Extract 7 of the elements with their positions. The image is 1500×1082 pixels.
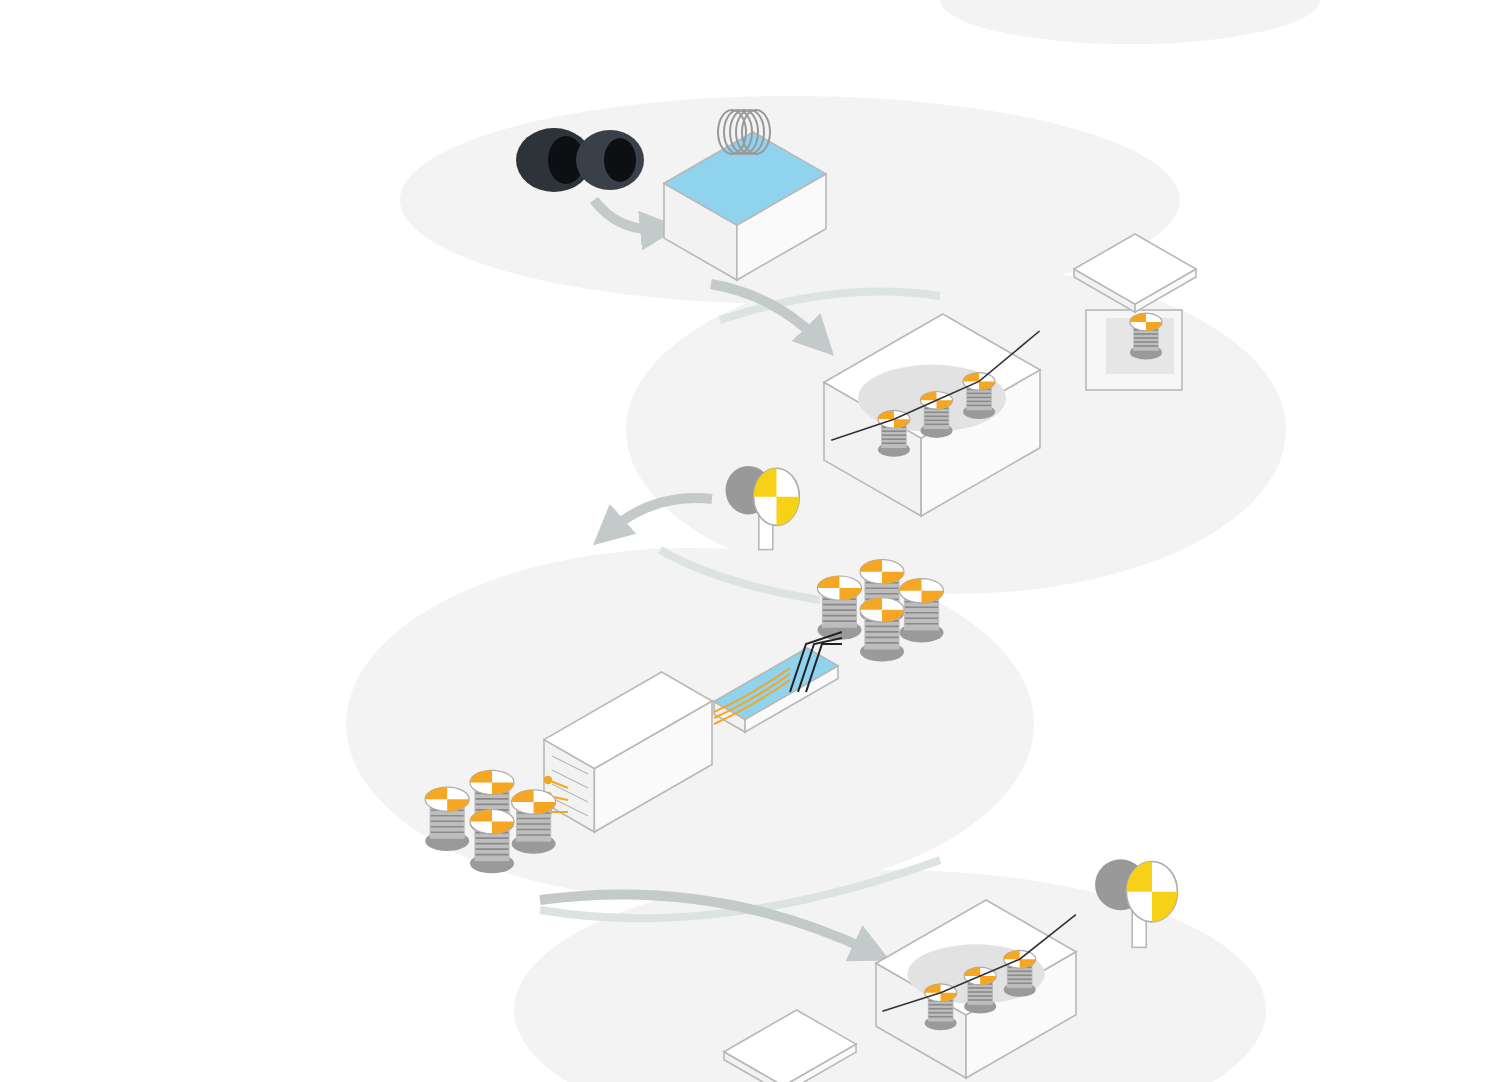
curved-arrow: [592, 493, 713, 545]
curved-arrow: [710, 279, 835, 356]
drawing-machine-drawing: [820, 310, 1044, 520]
extruder-drawing: [540, 668, 716, 836]
curved-arrow: [539, 889, 891, 962]
drawing-machine-drawing: [872, 896, 1080, 1082]
machine-drawing: [720, 1006, 860, 1082]
